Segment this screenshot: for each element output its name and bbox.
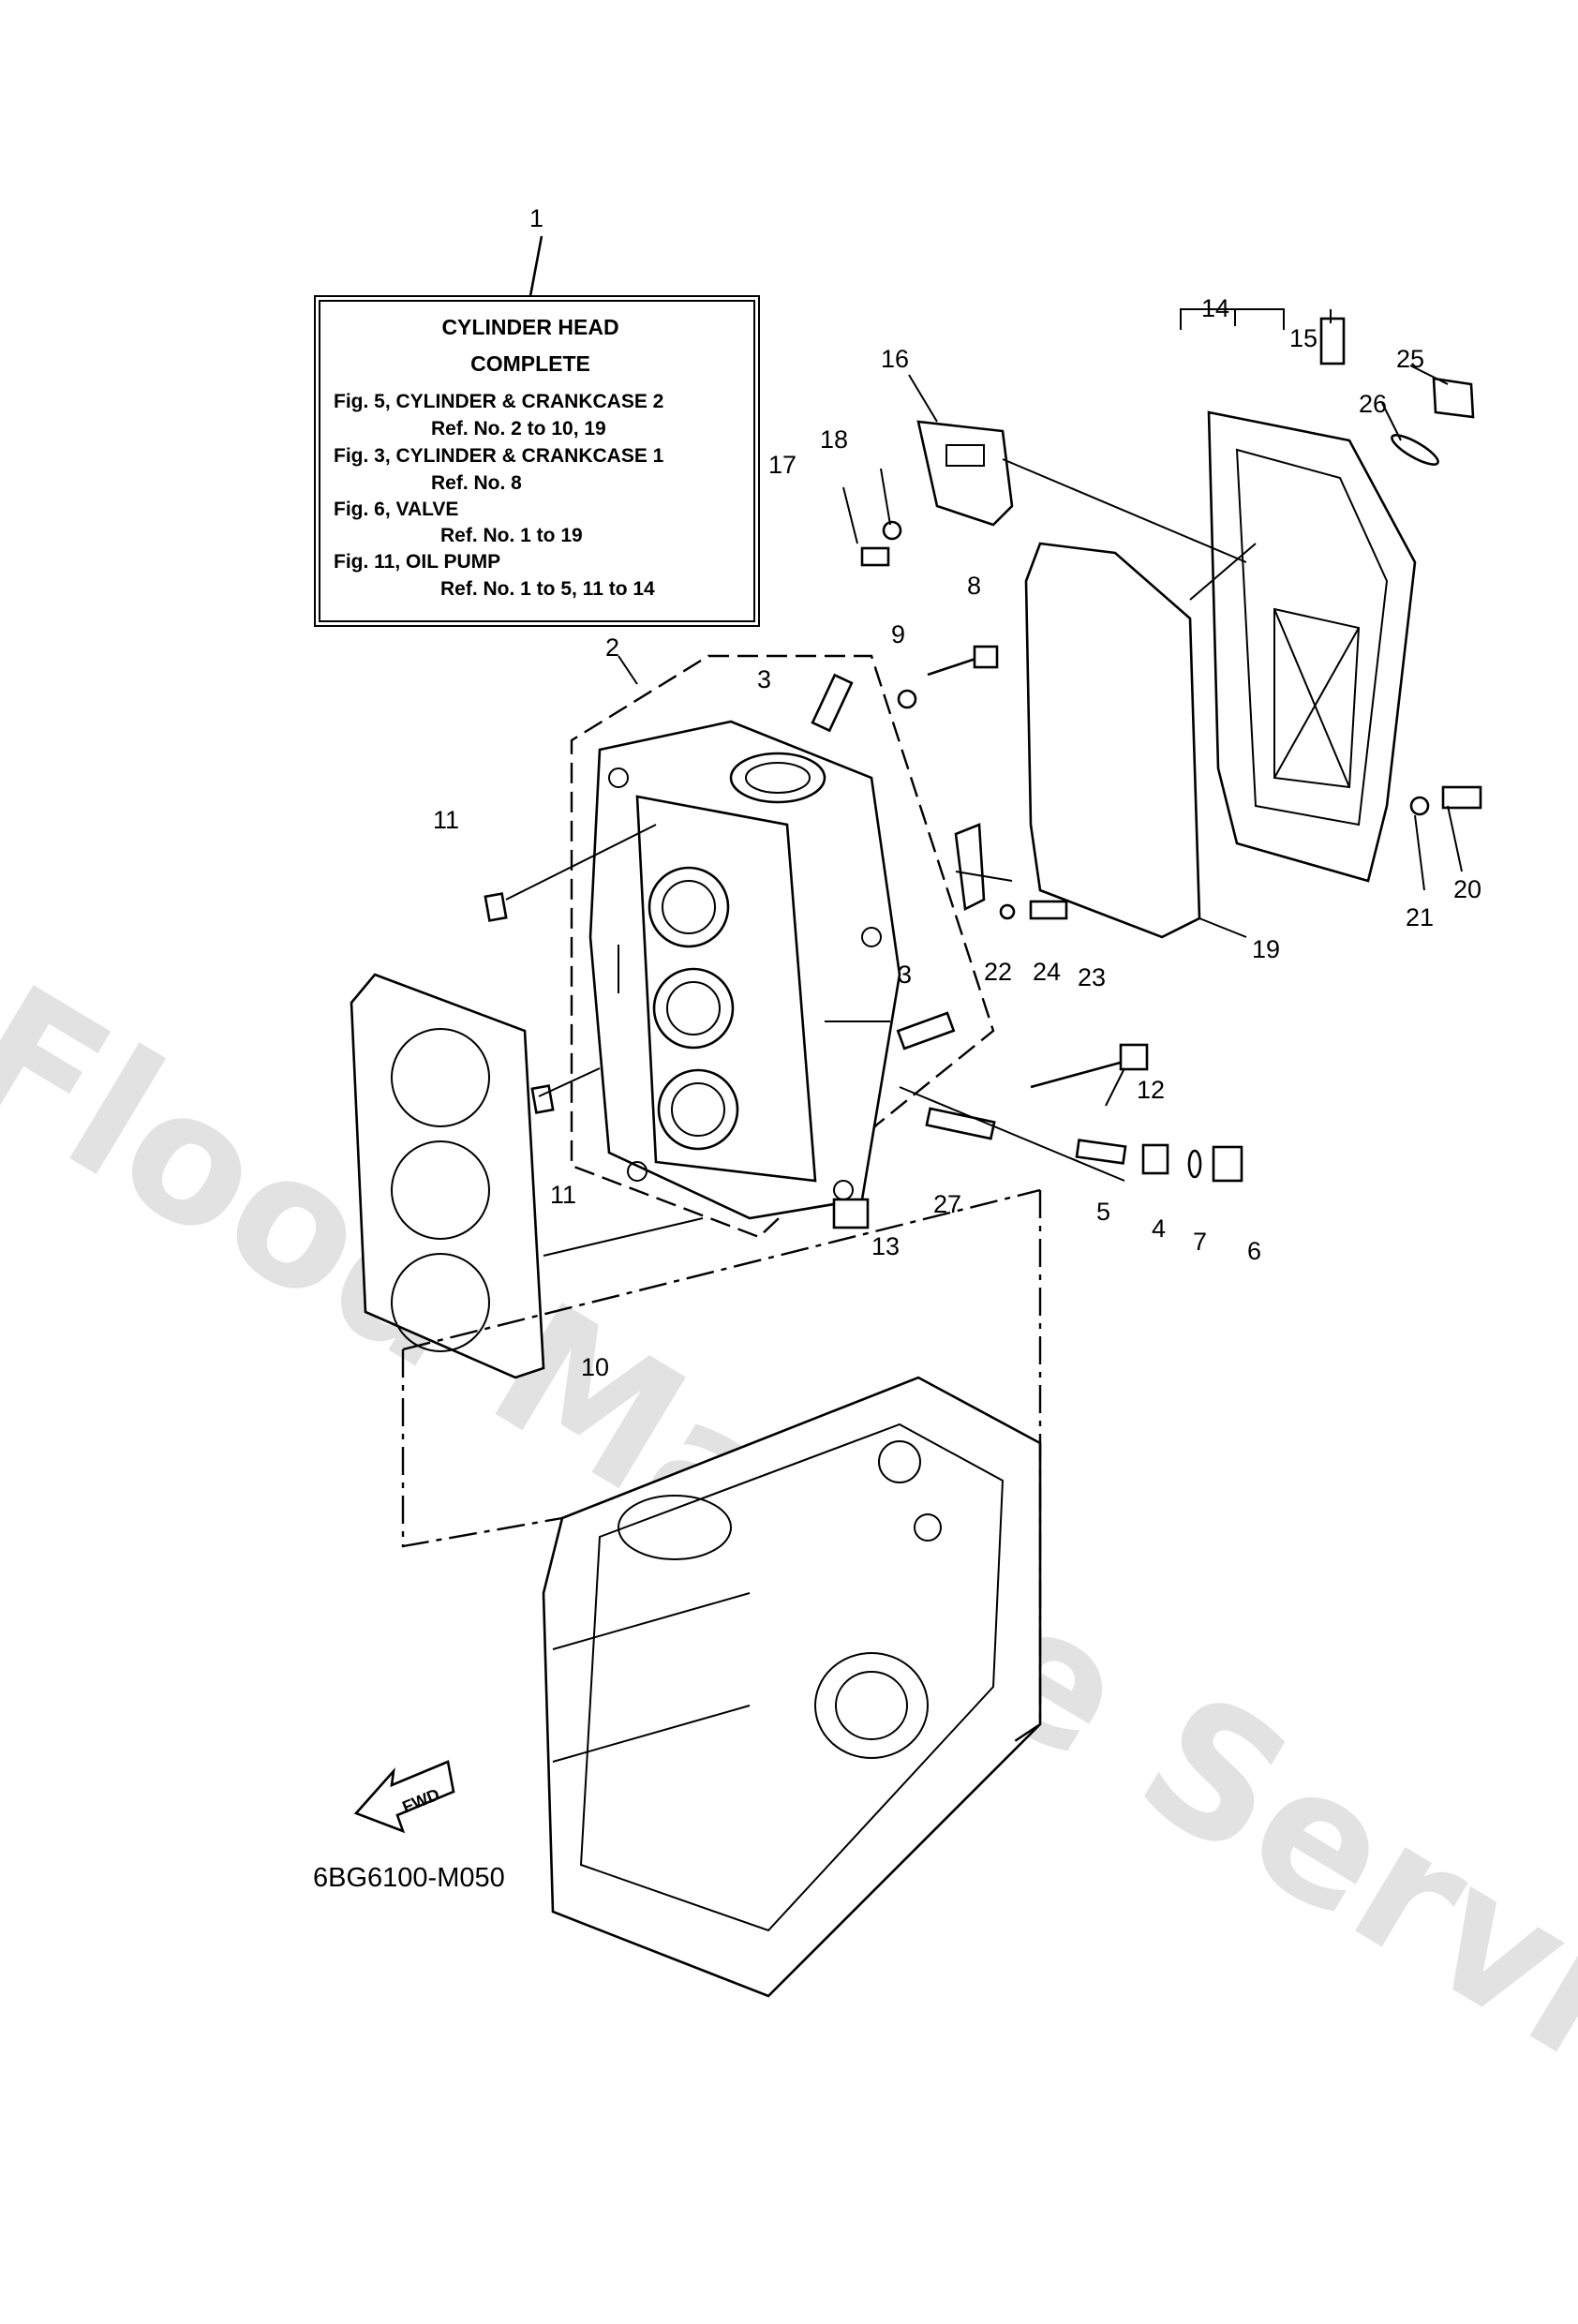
callout-16: 16 (881, 345, 909, 373)
callout-labels: 1 2 3 3 4 5 6 7 8 9 10 11 11 12 13 14 15… (433, 204, 1481, 1381)
callout-27: 27 (933, 1190, 961, 1218)
callout-9: 9 (891, 620, 905, 648)
callout-26: 26 (1359, 390, 1387, 418)
ref-line-5: Fig. 3, CYLINDER & CRANKCASE 1 (334, 445, 664, 467)
callout-15: 15 (1289, 324, 1317, 352)
callout-19: 19 (1252, 935, 1280, 963)
cover-gasket (1024, 542, 1201, 939)
cylinder-block (542, 1376, 1042, 1998)
ref-line-4: Ref. No. 2 to 10, 19 (431, 418, 606, 439)
callout-11a: 11 (433, 806, 459, 834)
callout-13: 13 (871, 1232, 900, 1260)
callout-3b: 3 (898, 961, 912, 989)
callout-21: 21 (1406, 903, 1434, 931)
anode-cover (916, 420, 1014, 527)
ref-line-8: Ref. No. 1 to 19 (440, 525, 583, 546)
callout-8: 8 (967, 572, 981, 600)
callout-4: 4 (1152, 1214, 1166, 1243)
callout-25: 25 (1396, 345, 1424, 373)
fwd-arrow-icon: FWD (353, 1760, 455, 1834)
callout-6: 6 (1247, 1237, 1261, 1265)
callout-17: 17 (768, 451, 796, 479)
callout-23: 23 (1078, 963, 1106, 991)
cover-assembly (1207, 410, 1417, 883)
leader-lines (401, 308, 1463, 1744)
ref-line-6: Ref. No. 8 (431, 472, 522, 494)
diagram-code: 6BG6100-M050 (313, 1863, 505, 1893)
callout-22: 22 (984, 958, 1012, 986)
ref-line-7: Fig. 6, VALVE (334, 499, 458, 520)
ref-line-2: COMPLETE (470, 351, 590, 376)
callout-12: 12 (1137, 1076, 1165, 1104)
cylinder-head-assembly (570, 654, 995, 1239)
callout-5: 5 (1096, 1198, 1110, 1226)
callout-3a: 3 (757, 665, 771, 693)
ref-line-1: CYLINDER HEAD (441, 315, 618, 339)
ref-line-9: Fig. 11, OIL PUMP (334, 551, 500, 573)
reference-box: CYLINDER HEAD COMPLETE Fig. 5, CYLINDER … (314, 235, 760, 627)
callout-7: 7 (1193, 1228, 1207, 1256)
head-gasket (350, 973, 545, 1379)
callout-24: 24 (1033, 958, 1061, 986)
callout-20: 20 (1453, 875, 1481, 903)
callout-1: 1 (529, 204, 543, 232)
ref-line-10: Ref. No. 1 to 5, 11 to 14 (440, 578, 655, 600)
ref-line-3: Fig. 5, CYLINDER & CRANKCASE 2 (334, 391, 663, 412)
small-parts (484, 317, 1482, 1229)
callout-11b: 11 (550, 1181, 576, 1209)
callout-10: 10 (581, 1353, 609, 1381)
callout-18: 18 (820, 425, 848, 454)
callout-2: 2 (605, 633, 619, 662)
callout-14: 14 (1201, 294, 1229, 322)
